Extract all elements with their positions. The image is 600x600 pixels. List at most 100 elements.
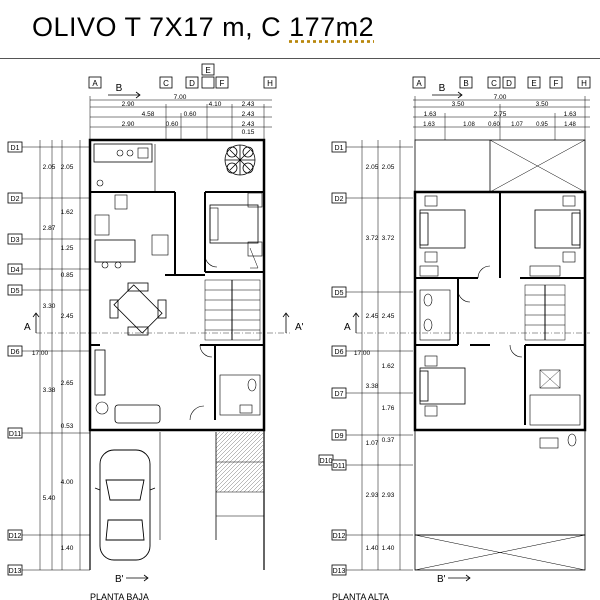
fridge: [114, 194, 128, 210]
row-tag: D1: [335, 145, 344, 152]
plant: [95, 401, 109, 415]
dim-side: 2.93: [366, 492, 379, 499]
col-tag-box: [159, 76, 173, 89]
upper-beds: [419, 209, 581, 405]
row-tag: D2: [335, 196, 344, 203]
washbasin: [239, 404, 253, 414]
row-tag: D3: [11, 237, 20, 244]
dim-side: 5.40: [43, 495, 56, 502]
dim-top3: 2.90: [122, 121, 135, 128]
dim-side: 2.87: [43, 225, 56, 232]
section-b-prime-arrow: [126, 574, 149, 582]
section-b-arrow: [432, 91, 463, 99]
row-tag: D6: [11, 349, 20, 356]
dim-top2: 2.43: [242, 111, 255, 118]
row-tag: D5: [335, 290, 344, 297]
toilet: [423, 318, 433, 332]
dim-side: 2.05: [382, 164, 395, 171]
dim-side: 1.40: [61, 545, 74, 552]
dim-side: 3.72: [382, 235, 395, 242]
cabinet: [151, 234, 169, 256]
void-cross: [414, 534, 586, 571]
dim-top3: 1.63: [423, 122, 435, 128]
title-area: 177m2: [289, 12, 375, 42]
dim-side: 2.45: [382, 313, 395, 320]
door-swing: [189, 405, 205, 421]
closet-sketch: [249, 247, 259, 269]
garden-tree: [224, 144, 256, 176]
title-main: OLIVO T 7X17 m, C: [32, 12, 290, 42]
upper-side-dimension-lines: [346, 140, 413, 571]
col-tag-box: [201, 76, 215, 89]
col-tag-d: D: [506, 79, 512, 88]
front-terrace: [414, 139, 586, 193]
col-tag-h: H: [267, 79, 273, 88]
door-swing: [204, 254, 218, 268]
row-tag: D9: [335, 433, 344, 440]
kitchen-island: [94, 239, 136, 263]
section-a-arrow: [352, 312, 360, 333]
dim-top1: 4.10: [209, 101, 222, 108]
dim-side: 2.45: [366, 313, 379, 320]
col-tag-b: B: [463, 79, 468, 88]
section-b-prime-label: B': [437, 574, 446, 585]
ground-interior-walls: [90, 191, 264, 420]
upper-floor-caption: PLANTA ALTA: [332, 592, 389, 600]
toilet: [567, 433, 577, 447]
dim-side: 3.72: [366, 235, 379, 242]
ground-floor-plan: A C D E F H B 7.00 2.90 4.10 2.43 4.58 0…: [7, 63, 304, 600]
dim-top3: 0.15: [242, 129, 255, 136]
upper-staircase: [524, 284, 566, 341]
upper-top-dimension-lines: [413, 96, 590, 140]
dim-side: 4.00: [61, 479, 74, 486]
col-tag-e: E: [531, 79, 536, 88]
pantry: [94, 214, 110, 236]
section-a-label: A: [344, 322, 351, 333]
dim-side: 0.85: [61, 272, 74, 279]
page-title: OLIVO T 7X17 m, C 177m2: [32, 12, 374, 43]
upper-nightstands: [419, 195, 576, 417]
col-tag-e: E: [205, 66, 210, 75]
door-swing: [509, 344, 523, 358]
shower: [539, 369, 561, 389]
dim-top2: 1.63: [564, 111, 577, 118]
row-tag: D11: [333, 463, 345, 470]
shower-cross: [539, 369, 561, 389]
dim-top3: 2.43: [242, 121, 255, 128]
row-tag: D1: [11, 145, 20, 152]
dim-top1: 3.50: [536, 101, 549, 108]
row-tag: D4: [11, 267, 20, 274]
col-tag-a: A: [92, 79, 98, 88]
upper-row-tag-boxes: [318, 141, 347, 576]
section-b-label: B: [116, 83, 123, 94]
dim-side: 2.93: [382, 492, 395, 499]
section-b-label: B: [439, 83, 446, 94]
col-tag-f: F: [554, 79, 559, 88]
ground-outer-wall: [88, 138, 266, 432]
dim-top3: 1.08: [463, 122, 475, 128]
dim-side: 3.38: [43, 387, 56, 394]
dim-side: 1.62: [382, 363, 395, 370]
section-a-prime-label: A': [295, 322, 304, 333]
dim-side: 2.65: [61, 380, 74, 387]
dim-side: 0.53: [61, 423, 74, 430]
dim-top2: 4.58: [142, 111, 155, 118]
dim-side: 1.62: [61, 209, 74, 216]
washbasin: [539, 437, 559, 449]
dim-top1: 2.43: [242, 101, 255, 108]
upper-floor-plan: A B C D E F H B 7.00 3.50 3.50 1.63 2.75…: [318, 76, 591, 600]
col-tag-c: C: [491, 79, 497, 88]
dim-overall: 7.00: [494, 94, 507, 101]
ground-row-tag-boxes: [7, 141, 23, 576]
toilet: [423, 293, 433, 307]
sink: [137, 147, 149, 159]
col-tag-box: [185, 76, 199, 89]
row-tag: D2: [11, 196, 20, 203]
row-tag: D7: [335, 391, 344, 398]
dim-side: 3.38: [366, 383, 379, 390]
washer: [96, 179, 104, 187]
rear-void: [414, 534, 586, 571]
dim-top3: 0.60: [166, 121, 179, 128]
kitchen-counter: [93, 143, 153, 163]
